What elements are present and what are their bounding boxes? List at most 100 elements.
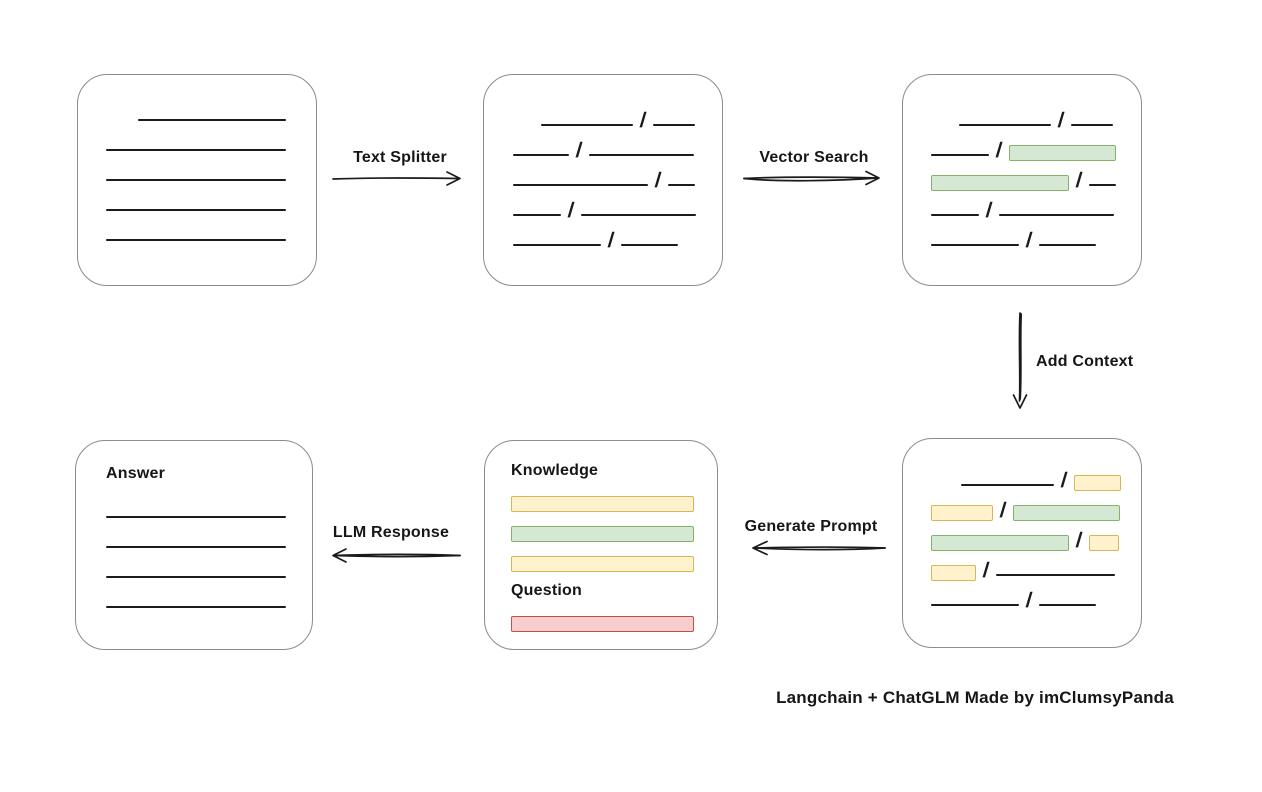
sketch-row: / [931, 521, 1121, 552]
sketch-row: / [931, 491, 1121, 522]
sketch-row: / [513, 191, 696, 222]
text-line [106, 239, 286, 241]
arrow-shaft [1019, 313, 1023, 400]
text-line [106, 576, 286, 578]
text-line [513, 214, 561, 216]
knowledge-bars [511, 482, 694, 572]
slash-mark: / [998, 499, 1008, 522]
node-source-document [77, 74, 317, 286]
green-chip [511, 526, 694, 542]
sketch-row [106, 216, 286, 246]
sketch-row [106, 186, 286, 216]
generate-prompt-label: Generate Prompt [744, 518, 878, 535]
text-splitter-label: Text Splitter [353, 149, 447, 166]
arrow-head [752, 540, 768, 556]
slash-mark: / [606, 229, 616, 252]
slash-mark: / [981, 559, 991, 582]
question-bar [511, 602, 694, 632]
slash-mark: / [1059, 469, 1069, 492]
arrow-head [446, 171, 461, 186]
sketch-row: / [959, 101, 1116, 132]
node-answer: Answer [75, 440, 313, 650]
slash-mark: / [1056, 109, 1066, 132]
text-line [931, 604, 1019, 606]
slash-mark: / [638, 109, 648, 132]
text-line [931, 244, 1019, 246]
text-line [667, 184, 695, 186]
chunk-lines: ///// [513, 101, 696, 252]
text-line [652, 124, 695, 126]
text-line [541, 124, 633, 126]
yellow-chip [511, 496, 694, 512]
text-line [106, 546, 286, 548]
arrow-head [1012, 394, 1028, 409]
sketch-row [106, 583, 286, 613]
arrow-head [865, 170, 880, 186]
sketch-row: / [931, 161, 1116, 192]
node-vector-matched-chunks: ///// [902, 74, 1142, 286]
llm-response-label: LLM Response [332, 524, 450, 541]
text-line [588, 154, 694, 156]
sketch-row [511, 482, 694, 512]
question-label: Question [511, 582, 582, 599]
context-lines: / / / / / [931, 461, 1121, 612]
sketch-row: / [961, 461, 1121, 492]
sketch-row: / [931, 551, 1121, 582]
node-split-chunks: ///// [483, 74, 723, 286]
text-line [513, 154, 569, 156]
text-line [138, 119, 286, 121]
document-lines [106, 96, 286, 246]
text-line [513, 184, 648, 186]
matched-lines: ///// [931, 101, 1116, 252]
yellow-chip [1073, 475, 1121, 491]
yellow-chip [1088, 535, 1119, 551]
green-chip [931, 535, 1069, 551]
sketch-row [106, 523, 286, 553]
arrow-shaft [332, 177, 459, 180]
answer-lines [106, 493, 286, 613]
add-context-label: Add Context [1036, 353, 1134, 370]
text-line [106, 209, 286, 211]
arrow-shaft [743, 177, 878, 182]
sketch-row: / [931, 221, 1116, 252]
sketch-row: / [541, 101, 696, 132]
arrow-shaft [754, 547, 886, 551]
text-splitter-arrow [332, 171, 461, 186]
slash-mark: / [653, 169, 663, 192]
slash-mark: / [1074, 529, 1084, 552]
slash-mark: / [984, 199, 994, 222]
text-line [1038, 244, 1096, 246]
sketch-row [511, 512, 694, 542]
sketch-row [106, 553, 286, 583]
sketch-row: / [931, 191, 1116, 222]
sketch-row: / [513, 131, 696, 162]
slash-mark: / [994, 139, 1004, 162]
add-context-arrow [1012, 312, 1028, 409]
knowledge-label: Knowledge [511, 462, 599, 479]
text-line [1038, 604, 1096, 606]
yellow-chip [511, 556, 694, 572]
arrow-shaft [333, 554, 461, 558]
text-line [961, 484, 1054, 486]
sketch-row: / [513, 161, 696, 192]
green-chip [931, 175, 1069, 191]
diagram-caption: Langchain + ChatGLM Made by imClumsyPand… [776, 688, 1174, 707]
text-line [106, 149, 286, 151]
arrow-shaft [754, 546, 886, 549]
slash-mark: / [1024, 589, 1034, 612]
green-chip [1008, 145, 1116, 161]
vector-search-label: Vector Search [759, 149, 869, 166]
text-line [513, 244, 601, 246]
sketch-row: / [931, 131, 1116, 162]
slash-mark: / [566, 199, 576, 222]
sketch-row [106, 126, 286, 156]
text-line [106, 516, 286, 518]
green-chip [1012, 505, 1120, 521]
sketch-row: / [513, 221, 696, 252]
text-line [106, 179, 286, 181]
sketch-row [106, 156, 286, 186]
yellow-chip [931, 505, 993, 521]
slash-mark: / [1074, 169, 1084, 192]
sketch-row [138, 96, 286, 126]
text-line [1088, 184, 1116, 186]
